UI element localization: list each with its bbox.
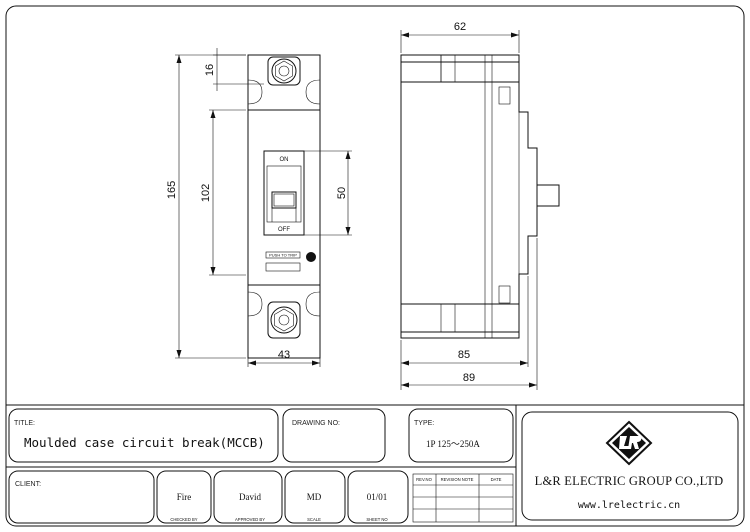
sheet-caption: SHEET NO [366, 517, 388, 522]
side-dimensions: 62 85 89 [400, 21, 538, 390]
type-value: 1P 125～250A [426, 439, 480, 449]
lr-diamond-logo-icon [605, 420, 653, 466]
client-caption: CLIENT: [15, 481, 41, 488]
dim-side-depth: 85 [458, 349, 470, 361]
approved-by-caption: APPROVED BY [235, 517, 265, 522]
drawing-no-caption: DRAWING NO: [292, 420, 340, 427]
dim-front-width: 43 [278, 349, 290, 361]
checked-by-value: Fire [177, 492, 192, 502]
type-caption: TYPE: [414, 420, 434, 427]
company-website: www.lrelectric.cn [578, 500, 680, 511]
push-to-trip-label: PUSH TO TRIP [269, 253, 297, 258]
dim-inner-height: 102 [200, 184, 212, 202]
bottom-screw-icon [274, 308, 294, 332]
trip-button-icon [306, 252, 316, 262]
dim-total-height: 165 [166, 181, 178, 199]
approved-by-value: David [239, 492, 261, 502]
side-view [400, 54, 560, 339]
drawing-title: Moulded case circuit break(MCCB) [24, 435, 265, 450]
date-header: DATE [491, 477, 502, 482]
sheet-value: 01/01 [367, 492, 388, 502]
title-caption: TITLE: [14, 420, 35, 427]
checked-by-caption: CHECKED BY [170, 517, 197, 522]
front-view: ON OFF PUSH TO TRIP [247, 54, 321, 359]
dim-side-total: 89 [463, 372, 475, 384]
revision-table: REV.NO REVISION NOTE DATE [412, 473, 514, 523]
revision-note-header: REVISION NOTE [441, 477, 474, 482]
company-name: L&R ELECTRIC GROUP CO.,LTD [535, 474, 724, 488]
dim-side-width: 62 [454, 21, 466, 33]
off-label: OFF [278, 227, 290, 233]
sheet-border [5, 5, 745, 527]
rev-no-header: REV.NO [416, 477, 432, 482]
dim-top-offset: 16 [204, 64, 216, 76]
dim-handle-window: 50 [336, 187, 348, 199]
title-block: TITLE: Moulded case circuit break(MCCB) … [6, 404, 744, 526]
on-label: ON [280, 157, 289, 163]
top-screw-icon [275, 60, 293, 82]
scale-value: MD [307, 492, 322, 502]
front-dimensions: 16 165 102 50 43 [166, 48, 352, 367]
scale-caption: SCALE [307, 517, 321, 522]
